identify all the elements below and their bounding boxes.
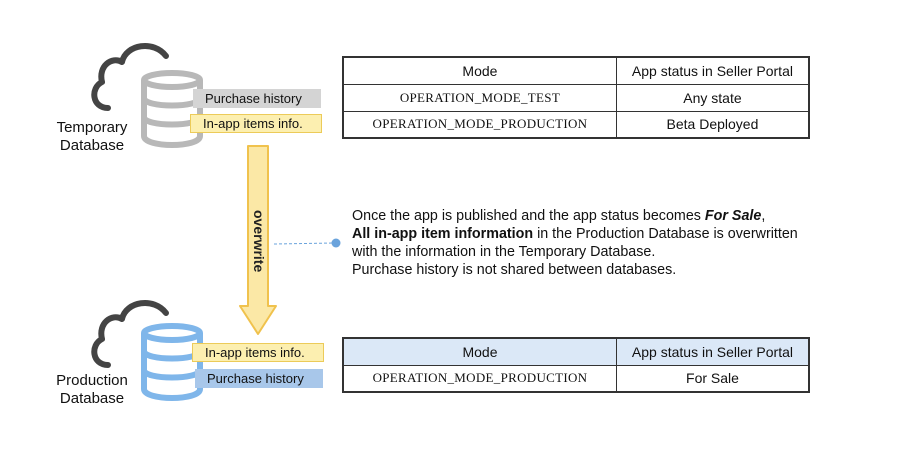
production-mode-table: Mode App status in Seller Portal OPERATI…	[342, 337, 810, 393]
note-connector	[273, 238, 341, 248]
overwrite-label: overwrite	[251, 209, 267, 273]
app-status-header: App status in Seller Portal	[615, 337, 810, 366]
mode-cell: OPERATION_MODE_PRODUCTION	[342, 364, 617, 393]
mode-cell: OPERATION_MODE_PRODUCTION	[342, 110, 617, 139]
table-row: OPERATION_MODE_PRODUCTION For Sale	[342, 364, 810, 393]
status-cell: Any state	[615, 83, 810, 112]
mode-header: Mode	[342, 337, 617, 366]
prod-in-app-items-tag: In-app items info.	[192, 343, 324, 362]
production-database-label: Production Database	[40, 372, 144, 408]
mode-header: Mode	[342, 56, 617, 85]
prod-purchase-history-tag: Purchase history	[195, 369, 323, 388]
table-header-row: Mode App status in Seller Portal	[342, 337, 810, 366]
note-line-4: Purchase history is not shared between d…	[352, 262, 677, 278]
status-cell: For Sale	[615, 364, 810, 393]
note-line-3: with the information in the Temporary Da…	[352, 244, 656, 260]
temporary-database-label: Temporary Database	[44, 119, 140, 155]
temporary-mode-table: Mode App status in Seller Portal OPERATI…	[342, 56, 810, 139]
table-row: OPERATION_MODE_PRODUCTION Beta Deployed	[342, 110, 810, 139]
publish-note: Once the app is published and the app st…	[352, 207, 872, 279]
overwrite-arrow	[239, 145, 277, 335]
database-icon	[141, 70, 203, 148]
production-database-label-line2: Database	[59, 390, 125, 407]
note-line-1: Once the app is published and the app st…	[352, 208, 766, 224]
mode-cell: OPERATION_MODE_TEST	[342, 83, 617, 112]
temporary-database-label-line1: Temporary	[56, 119, 128, 136]
database-icon	[141, 323, 203, 401]
temp-in-app-items-tag: In-app items info.	[190, 114, 322, 133]
status-cell: Beta Deployed	[615, 110, 810, 139]
temporary-database-label-line2: Database	[59, 137, 125, 154]
app-status-header: App status in Seller Portal	[615, 56, 810, 85]
temp-purchase-history-tag: Purchase history	[193, 89, 321, 108]
table-row: OPERATION_MODE_TEST Any state	[342, 83, 810, 112]
for-sale-emphasis: For Sale	[704, 208, 762, 224]
cloud-icon	[91, 42, 169, 111]
cloud-icon	[91, 299, 169, 368]
table-header-row: Mode App status in Seller Portal	[342, 56, 810, 85]
note-line-2: All in-app item information in the Produ…	[352, 226, 798, 242]
production-database-label-line1: Production	[56, 372, 128, 389]
